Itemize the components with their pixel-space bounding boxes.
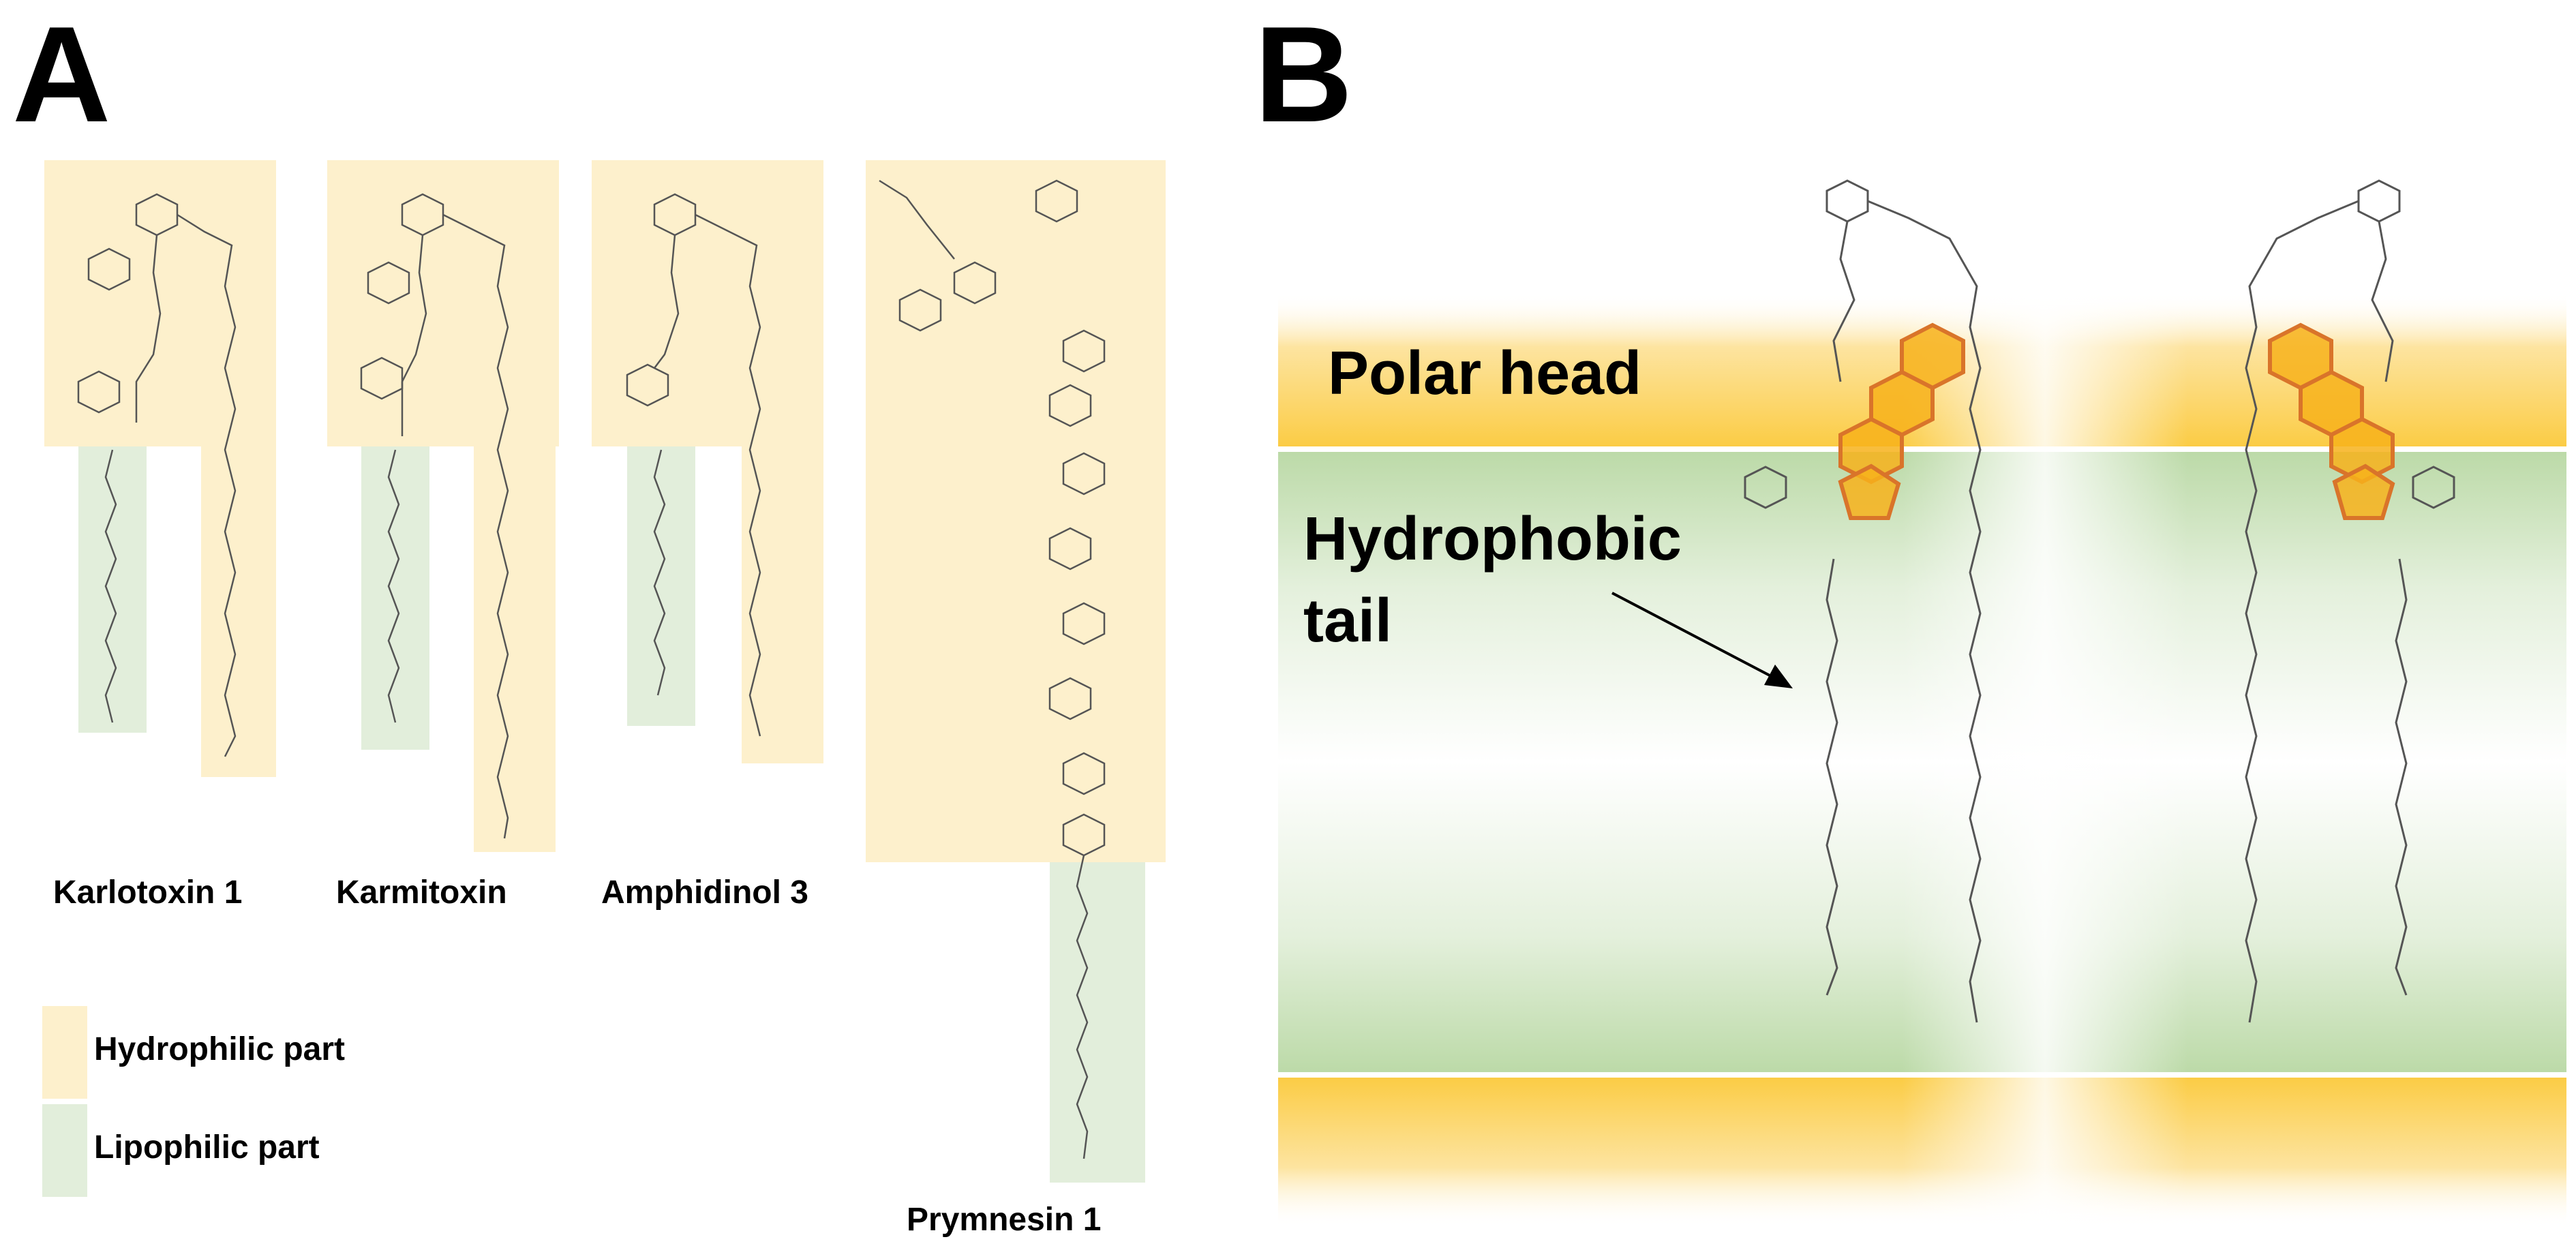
label-amphidinol-3: Amphidinol 3: [601, 874, 808, 911]
membrane-toxin-right: [2245, 179, 2455, 1023]
legend-hydrophilic-swatch: [42, 1006, 87, 1099]
panel-a-letter: A: [12, 0, 111, 151]
sterol-right: [2268, 322, 2395, 520]
karmitoxin-lipophilic-box: [361, 446, 429, 750]
legend-hydrophilic-label: Hydrophilic part: [94, 1031, 346, 1067]
hydrophobic-tail-label-line1: Hydrophobic: [1303, 505, 1682, 573]
legend-lipophilic-swatch: [42, 1104, 87, 1197]
karmitoxin-hydrophilic-tail-box: [474, 446, 556, 852]
panel-b-letter: B: [1254, 0, 1353, 151]
tail-arrow: [1611, 592, 1793, 688]
karlotoxin-structure: [44, 160, 276, 777]
karmitoxin-structure: [327, 160, 559, 852]
amphidinol-hydrophilic-tail-box: [742, 446, 823, 763]
membrane-toxin-left: [1744, 179, 1982, 1023]
amphidinol-structure: [592, 160, 823, 763]
membrane-fade-gap: [1902, 293, 2188, 1227]
label-karlotoxin-1: Karlotoxin 1: [53, 874, 243, 911]
prymnesin-hydrophilic-box: [866, 160, 1166, 862]
membrane: [1278, 293, 2566, 1228]
hydrophobic-tail-label-line2: tail: [1303, 587, 1393, 655]
label-karmitoxin: Karmitoxin: [336, 874, 507, 911]
karlotoxin-lipophilic-box: [78, 446, 147, 733]
prymnesin-structure: [866, 160, 1166, 1183]
amphidinol-hydrophilic-box: [592, 160, 823, 446]
karmitoxin-hydrophilic-box: [327, 160, 559, 446]
polar-head-label: Polar head: [1328, 339, 1642, 408]
label-prymnesin-1: Prymnesin 1: [907, 1202, 1102, 1238]
sterol-left: [1838, 322, 1965, 520]
karlotoxin-hydrophilic-box: [44, 160, 276, 446]
legend-lipophilic-label: Lipophilic part: [94, 1129, 320, 1166]
prymnesin-lipophilic-box: [1050, 862, 1145, 1183]
karlotoxin-hydrophilic-tail-box: [201, 446, 276, 777]
